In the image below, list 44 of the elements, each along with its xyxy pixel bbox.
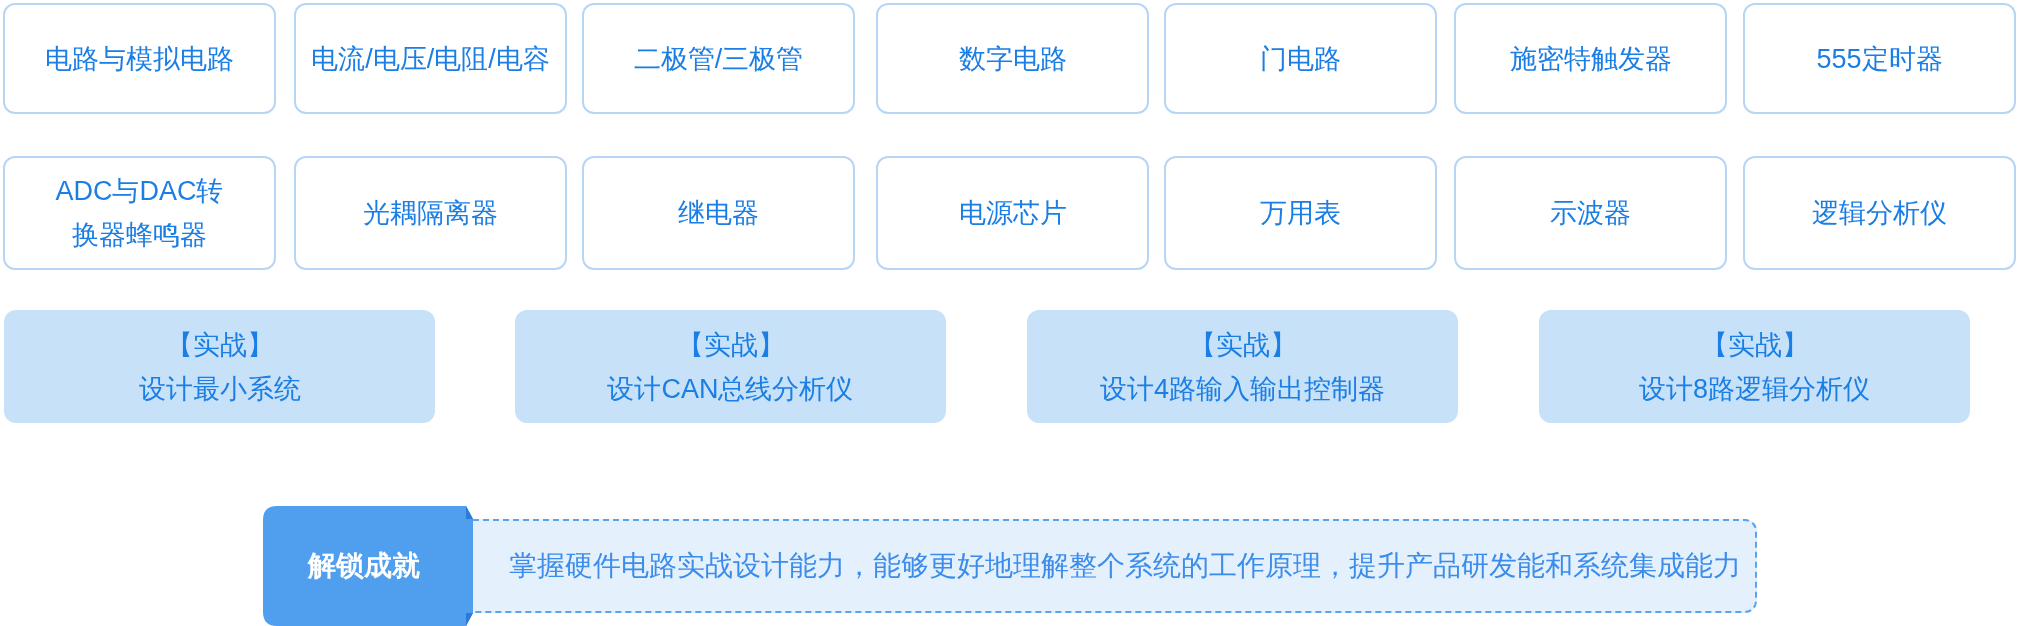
topic-card	[1743, 156, 2016, 270]
topic-card	[1454, 156, 1727, 270]
topic-label: 门电路	[1260, 42, 1341, 76]
tab-label: 解锁成就	[308, 549, 420, 583]
topic-card	[3, 156, 276, 270]
topic-card	[582, 156, 855, 270]
topic-label: 555定时器	[1816, 42, 1943, 76]
project-title: 设计CAN总线分析仪	[607, 372, 854, 406]
topic-card	[1164, 156, 1437, 270]
summary-text: 掌握硬件电路实战设计能力，能够更好地理解整个系统的工作原理，提升产品研发能和系统集成能力	[509, 549, 1741, 583]
topic-label: 继电器	[678, 197, 759, 230]
topic-label: 光耦隔离器	[363, 197, 498, 230]
project-title: 设计最小系统	[138, 372, 301, 406]
topic-label: 示波器	[1550, 197, 1631, 230]
topic-label: 施密特触发器	[1509, 42, 1672, 76]
project-card	[1027, 310, 1458, 423]
topic-card	[1454, 3, 1727, 114]
project-title: 设计4路输入输出控制器	[1100, 372, 1385, 406]
project-card	[515, 310, 946, 423]
project-card	[4, 310, 435, 423]
topic-card	[294, 3, 567, 114]
topic-card	[294, 156, 567, 270]
project-title: 设计8路逻辑分析仪	[1639, 372, 1870, 406]
topic-label: ADC与DAC转换器蜂鸣器	[54, 175, 225, 252]
topic-card	[876, 3, 1149, 114]
ribbon-tab	[263, 506, 473, 626]
topic-label: 电源芯片	[958, 197, 1067, 230]
project-tag: 【实战】	[1700, 322, 1809, 367]
project-tag: 【实战】	[676, 322, 785, 367]
topic-label: 数字电路	[958, 42, 1067, 76]
topic-card	[1743, 3, 2016, 114]
topic-card	[876, 156, 1149, 270]
summary-banner	[473, 519, 1757, 613]
topic-label: 电流/电压/电阻/电容	[311, 42, 550, 76]
project-tag: 【实战】	[1188, 322, 1297, 367]
topic-label: 二极管/三极管	[633, 42, 804, 76]
topic-card	[1164, 3, 1437, 114]
topic-label: 逻辑分析仪	[1812, 197, 1947, 230]
project-tag: 【实战】	[165, 322, 274, 367]
project-card	[1539, 310, 1970, 423]
topic-label: 电路与模拟电路	[45, 42, 234, 76]
topic-card	[582, 3, 855, 114]
topic-label: 万用表	[1260, 197, 1341, 230]
topic-card	[3, 3, 276, 114]
